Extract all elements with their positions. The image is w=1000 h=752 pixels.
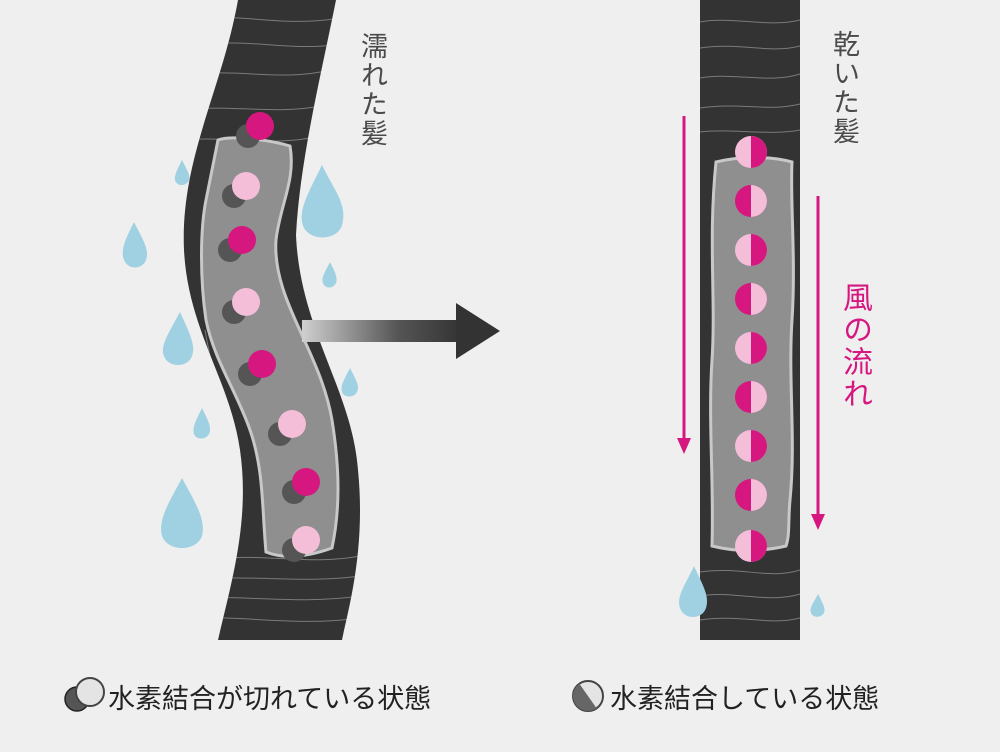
water-drop-icon [122, 222, 148, 268]
legend-bonded: 水素結合している状態 [570, 674, 879, 718]
legend-broken-bond: 水素結合が切れている状態 [62, 674, 431, 718]
water-drop-icon [322, 262, 337, 288]
bonded-molecule [735, 332, 767, 364]
broken-bond-molecule [238, 350, 276, 386]
wind-flow-label: 風の流れ [837, 282, 872, 410]
water-drop-icon [161, 478, 203, 548]
bonded-molecule [735, 234, 767, 266]
broken-bond-molecule [222, 288, 260, 324]
broken-bond-molecule [282, 468, 320, 504]
broken-bond-molecule [268, 410, 306, 446]
broken-bond-molecule [236, 112, 274, 148]
broken-bond-molecule [218, 226, 256, 262]
dry-hair-label: 乾いた髪 [828, 30, 859, 146]
bonded-molecule [735, 479, 767, 511]
joined-molecule-icon [572, 680, 604, 712]
water-drops [122, 160, 359, 548]
bonded-molecule [735, 136, 767, 168]
water-drop-icon [679, 566, 708, 617]
right-arrow-icon [302, 303, 500, 359]
water-drop-icon [174, 160, 190, 185]
bonded-molecule [735, 185, 767, 217]
water-drop-icon [193, 408, 211, 439]
broken-bond-molecule [282, 526, 320, 562]
water-drop-icon [301, 165, 344, 238]
dry-hair [700, 0, 800, 640]
wind-arrow-left [677, 116, 691, 454]
wind-arrow-right [811, 196, 825, 530]
water-drop-icon [162, 312, 194, 365]
water-drop-icon [341, 368, 359, 397]
bonded-molecule [735, 530, 767, 562]
broken-bond-molecule [222, 172, 260, 208]
legend-bonded-text: 水素結合している状態 [610, 683, 880, 715]
wet-hair-label: 濡れた髪 [356, 32, 387, 148]
bonded-molecule [735, 430, 767, 462]
legend-broken-text: 水素結合が切れている状態 [108, 683, 432, 715]
split-molecule-icon [64, 677, 105, 712]
bonded-molecule [735, 283, 767, 315]
water-drop-icon [810, 594, 825, 617]
bonded-molecule [735, 381, 767, 413]
wet-hair [183, 0, 361, 640]
